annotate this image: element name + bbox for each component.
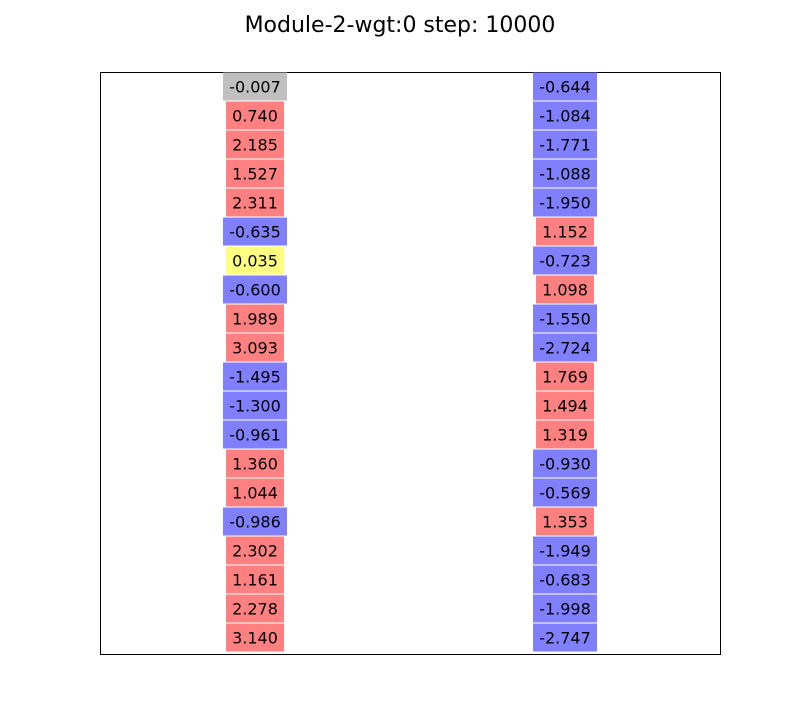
cell-value-label: 2.302 (232, 542, 278, 561)
cell-box (533, 188, 597, 217)
cell-value-label: 1.989 (232, 310, 278, 329)
cell-value-label: -0.600 (229, 281, 281, 300)
cell-value-label: -2.747 (539, 629, 591, 648)
cell-box (223, 391, 287, 420)
cell-box (536, 362, 594, 391)
cell-box (536, 391, 594, 420)
cell-box (533, 333, 597, 362)
cell-value-label: -1.550 (539, 310, 591, 329)
cell-value-label: -0.644 (539, 78, 591, 97)
cell-box (226, 536, 284, 565)
cell-box (226, 159, 284, 188)
cell-value-label: -0.986 (229, 513, 281, 532)
cell-value-label: -0.723 (539, 252, 591, 271)
cell-value-label: 2.311 (232, 194, 278, 213)
cell-value-label: -1.771 (539, 136, 591, 155)
cell-value-label: -2.724 (539, 339, 591, 358)
cell-box (533, 304, 597, 333)
cell-value-label: 1.353 (542, 513, 588, 532)
cell-value-label: -0.007 (229, 78, 281, 97)
cell-value-label: 1.098 (542, 281, 588, 300)
chart-title: Module-2-wgt:0 step: 10000 (244, 13, 556, 38)
cell-box (223, 217, 287, 246)
cell-value-label: 1.319 (542, 426, 588, 445)
cell-value-label: -1.088 (539, 165, 591, 184)
cell-value-label: -0.961 (229, 426, 281, 445)
cell-value-label: 2.278 (232, 600, 278, 619)
cell-box (226, 246, 284, 275)
cell-value-label: 1.152 (542, 223, 588, 242)
cell-value-label: 0.740 (232, 107, 278, 126)
cell-box (223, 420, 287, 449)
cell-box (533, 623, 597, 652)
cell-value-label: -1.300 (229, 397, 281, 416)
cell-box (533, 159, 597, 188)
cell-box (223, 362, 287, 391)
cell-value-label: 1.494 (542, 397, 588, 416)
cell-box (533, 101, 597, 130)
cell-box (223, 275, 287, 304)
cell-box (533, 246, 597, 275)
cell-value-label: -1.084 (539, 107, 591, 126)
cells-layer: -0.007 0.740 2.185 1.527 2.311 -0.635 0.035 -0.… (223, 72, 597, 652)
cell-value-label: 1.360 (232, 455, 278, 474)
cell-box (533, 536, 597, 565)
plot-frame (100, 72, 721, 655)
cell-box (226, 304, 284, 333)
cell-box (533, 72, 597, 101)
cell-box (536, 507, 594, 536)
cell-box (533, 130, 597, 159)
cell-box (226, 188, 284, 217)
cell-box (226, 101, 284, 130)
cell-value-label: -0.635 (229, 223, 281, 242)
cell-box (533, 565, 597, 594)
cell-box (223, 72, 287, 101)
cell-value-label: 1.161 (232, 571, 278, 590)
cell-value-label: -1.949 (539, 542, 591, 561)
cell-box (536, 275, 594, 304)
cell-value-label: -0.683 (539, 571, 591, 590)
cell-value-label: 1.044 (232, 484, 278, 503)
cell-value-label: -0.930 (539, 455, 591, 474)
cell-value-label: 3.140 (232, 629, 278, 648)
cell-box (533, 478, 597, 507)
cell-value-label: 3.093 (232, 339, 278, 358)
cell-value-label: 0.035 (232, 252, 278, 271)
cell-box (226, 449, 284, 478)
cell-value-label: -1.998 (539, 600, 591, 619)
cell-box (533, 594, 597, 623)
cell-box (226, 594, 284, 623)
cell-box (536, 217, 594, 246)
cell-box (226, 565, 284, 594)
cell-value-label: -1.495 (229, 368, 281, 387)
cell-value-label: -0.569 (539, 484, 591, 503)
cell-box (226, 333, 284, 362)
cell-value-label: -1.950 (539, 194, 591, 213)
cell-box (226, 623, 284, 652)
cell-box (223, 507, 287, 536)
cell-box (536, 420, 594, 449)
cell-value-label: 1.769 (542, 368, 588, 387)
cell-value-label: 1.527 (232, 165, 278, 184)
cell-value-label: 2.185 (232, 136, 278, 155)
cell-box (226, 478, 284, 507)
cell-box (226, 130, 284, 159)
cell-box (533, 449, 597, 478)
